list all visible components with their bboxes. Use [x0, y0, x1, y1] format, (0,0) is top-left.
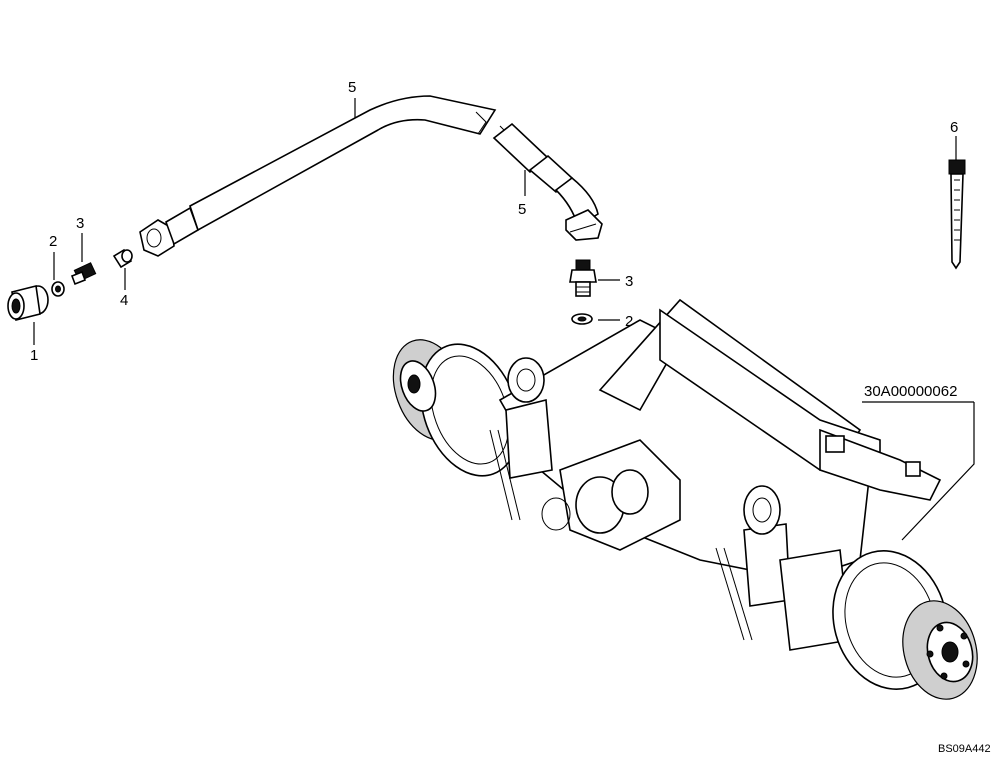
drawing-code: BS09A442 — [938, 743, 991, 755]
part-5-hose — [139, 95, 603, 257]
part-4-nipple — [112, 248, 133, 269]
part-3-fitting-right — [569, 259, 597, 297]
callout-4: 4 — [120, 292, 128, 309]
axle-assembly — [392, 298, 978, 700]
callout-3-left: 3 — [76, 215, 84, 232]
callout-2-right: 2 — [625, 313, 633, 330]
callout-2-left: 2 — [49, 233, 57, 250]
part-3-fitting-left — [70, 262, 97, 286]
leader-assembly-ref — [901, 402, 975, 541]
part-2-washer-right — [571, 313, 593, 325]
callout-3-right: 3 — [625, 273, 633, 290]
part-1-sleeve — [7, 285, 49, 321]
part-6-cable-tie — [948, 159, 966, 270]
callout-6: 6 — [950, 119, 958, 136]
callout-5-lower: 5 — [518, 201, 526, 218]
callout-1: 1 — [30, 347, 38, 364]
callout-5-top: 5 — [348, 79, 356, 96]
assembly-ref-number: 30A00000062 — [864, 383, 957, 400]
part-2-washer-left — [51, 281, 65, 297]
